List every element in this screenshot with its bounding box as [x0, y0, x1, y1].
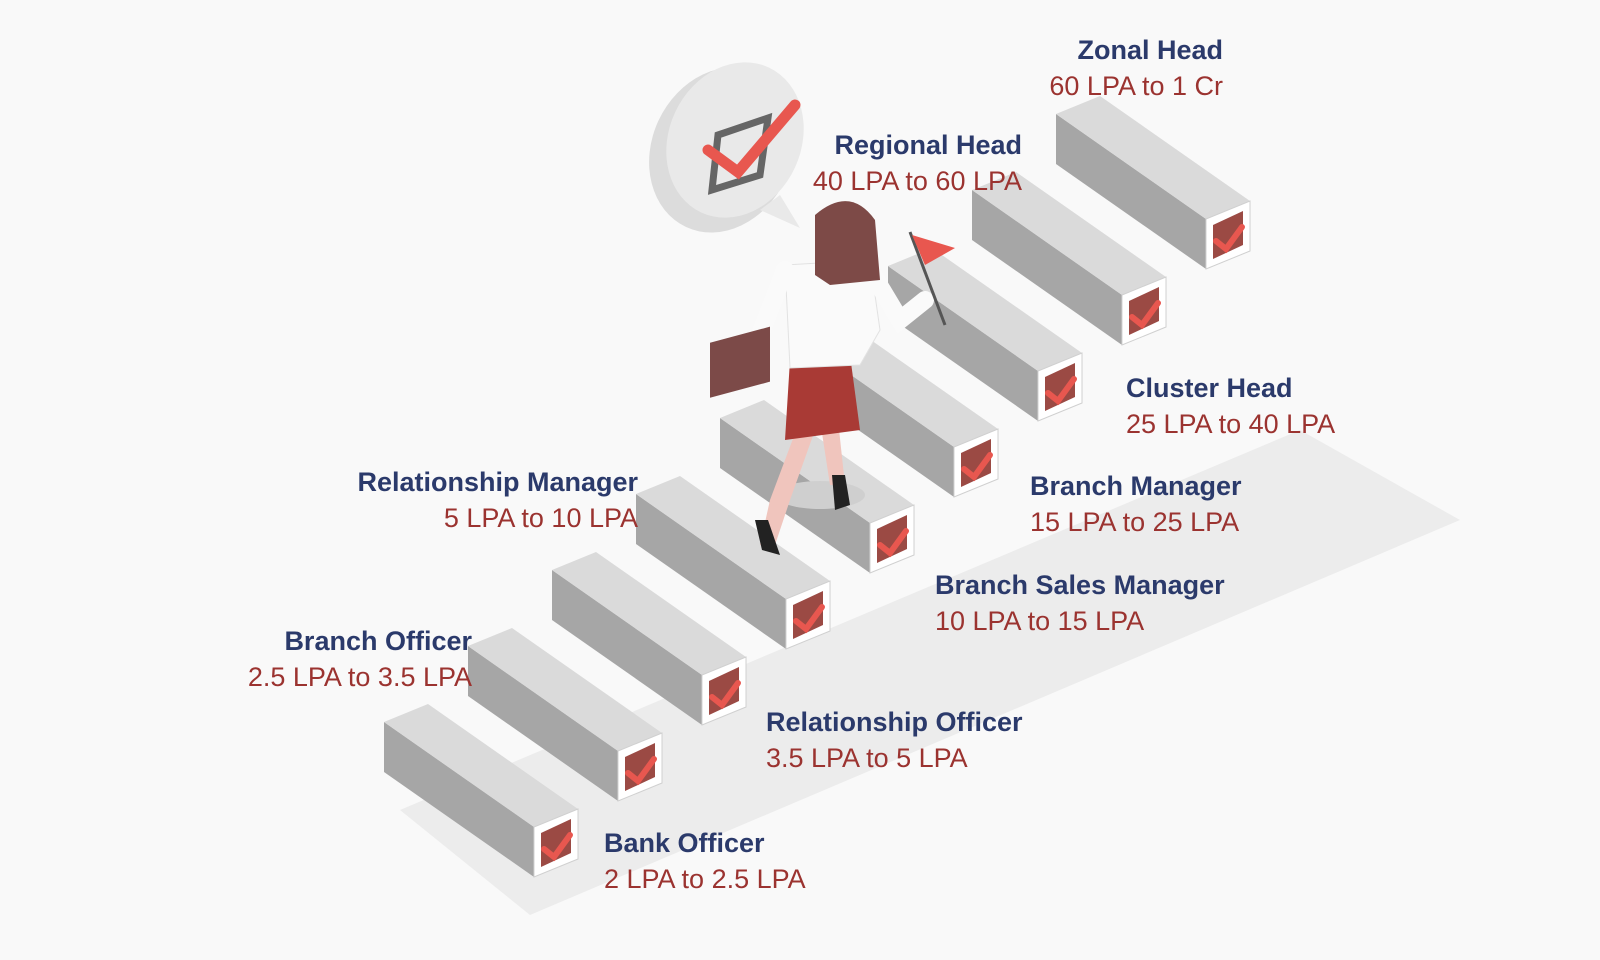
level-title: Branch Sales Manager [935, 570, 1225, 600]
check-icon [541, 832, 573, 862]
level-title: Zonal Head [1077, 35, 1223, 65]
level-salary: 2.5 LPA to 3.5 LPA [247, 662, 472, 692]
level-cluster-head: Cluster Head 25 LPA to 40 LPA [1126, 370, 1335, 442]
check-icon [793, 604, 825, 634]
step-block [468, 628, 663, 802]
level-regional-head: Regional Head 40 LPA to 60 LPA [813, 127, 1022, 199]
level-relationship-officer: Relationship Officer 3.5 LPA to 5 LPA [766, 704, 1023, 776]
step-block [1056, 96, 1251, 270]
level-branch-officer: Branch Officer 2.5 LPA to 3.5 LPA [248, 623, 472, 695]
step-block [972, 172, 1167, 346]
flag-icon [912, 235, 955, 265]
woman-climbing-icon [710, 201, 955, 555]
level-salary: 5 LPA to 10 LPA [443, 503, 638, 533]
step-block [384, 704, 579, 878]
check-icon [961, 452, 993, 482]
level-branch-sales-manager: Branch Sales Manager 10 LPA to 15 LPA [935, 567, 1225, 639]
level-salary: 15 LPA to 25 LPA [1030, 507, 1240, 537]
level-title: Regional Head [834, 130, 1022, 160]
step-block [552, 552, 747, 726]
level-title: Branch Officer [284, 626, 472, 656]
check-icon [1213, 224, 1245, 254]
check-icon [877, 528, 909, 558]
level-salary: 40 LPA to 60 LPA [812, 166, 1022, 196]
level-salary: 25 LPA to 40 LPA [1126, 409, 1336, 439]
level-salary: 3.5 LPA to 5 LPA [766, 743, 968, 773]
level-salary: 10 LPA to 15 LPA [935, 606, 1145, 636]
level-title: Branch Manager [1030, 471, 1242, 501]
check-icon [709, 680, 741, 710]
level-title: Cluster Head [1126, 373, 1293, 403]
level-title: Bank Officer [604, 828, 765, 858]
level-relationship-manager: Relationship Manager 5 LPA to 10 LPA [357, 464, 638, 536]
checkbox-speech-bubble-icon [649, 62, 804, 233]
level-branch-manager: Branch Manager 15 LPA to 25 LPA [1030, 468, 1242, 540]
check-icon [1045, 376, 1077, 406]
level-title: Relationship Officer [766, 707, 1023, 737]
step-block [636, 476, 831, 650]
level-salary: 60 LPA to 1 Cr [1049, 71, 1223, 101]
check-icon [625, 756, 657, 786]
level-title: Relationship Manager [357, 467, 638, 497]
level-salary: 2 LPA to 2.5 LPA [604, 864, 806, 894]
floor-shadow [400, 430, 1460, 915]
level-bank-officer: Bank Officer 2 LPA to 2.5 LPA [604, 825, 806, 897]
check-icon [1129, 300, 1161, 330]
level-zonal-head: Zonal Head 60 LPA to 1 Cr [1049, 32, 1223, 104]
